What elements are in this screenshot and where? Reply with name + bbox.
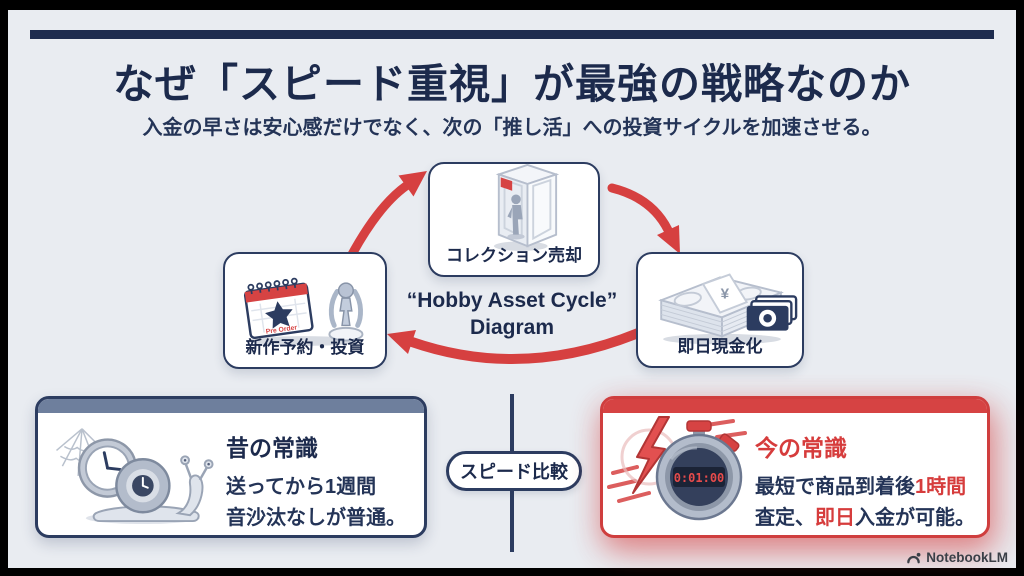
snail-clock-icon <box>56 428 214 525</box>
speed-comparison-badge: スピード比較 <box>446 451 582 491</box>
new-card-line2: 査定、即日入金が可能。 <box>755 503 975 534</box>
page-subtitle: 入金の早さは安心感だけでなく、次の「推し活」への投資サイクルを加速させる。 <box>142 117 882 139</box>
cycle-caption-line2: Diagram <box>469 316 555 339</box>
new-card-line1-emphasis: 1時間 <box>915 476 967 498</box>
cash-stack-icon: ¥ <box>658 273 798 345</box>
node-label-same-day-cash: 即日現金化 <box>677 337 763 356</box>
node-label-preorder-invest: 新作予約・投資 <box>245 338 365 357</box>
new-card-line1: 最短で商品到着後1時間 <box>755 472 975 503</box>
old-card-heading: 昔の常識 <box>226 435 318 461</box>
cycle-caption-line1: “Hobby Asset Cycle” <box>406 289 618 312</box>
speed-comparison-badge-label: スピード比較 <box>460 462 568 482</box>
calendar-preorder-text: Pre Order <box>265 324 297 335</box>
stopwatch-lightning-icon: 0:01:00 <box>607 416 747 521</box>
new-card-line2-normal-b: 入金が可能。 <box>855 507 975 529</box>
calendar-figure-icon: Pre Order <box>243 277 364 346</box>
cycle-node-preorder-invest: Pre Order 新作予約・投資 <box>223 252 387 369</box>
node-label-collection-sale: コレクション売却 <box>446 246 582 265</box>
small-bills-icon <box>746 295 798 331</box>
old-card-line2: 音沙汰なしが普通。 <box>226 507 406 529</box>
new-card-heading: 今の常識 <box>755 435 847 461</box>
old-standard-card: 昔の常識 送ってから1週間 音沙汰なしが普通。 <box>35 396 427 538</box>
new-card-line1-normal: 最短で商品到着後 <box>755 476 915 498</box>
cycle-node-collection-sale: コレクション売却 <box>428 162 600 277</box>
old-card-header-strip <box>38 399 424 413</box>
new-card-line2-normal-a: 査定、 <box>755 507 815 529</box>
new-card-header-strip <box>603 399 987 413</box>
figure-display-case-icon <box>494 163 559 251</box>
old-card-line1: 送ってから1週間 <box>226 476 377 498</box>
new-card-text: 今の常識 最短で商品到着後1時間 査定、即日入金が可能。 <box>755 429 975 534</box>
stopwatch-display: 0:01:00 <box>674 471 725 485</box>
cycle-node-same-day-cash: ¥ 即日現金化 <box>636 252 804 368</box>
page-title: なぜ「スピード重視」が最強の戦略なのか <box>113 61 911 107</box>
notebooklm-logo-icon <box>907 552 921 564</box>
notebooklm-watermark-label: NotebookLM <box>926 550 1008 565</box>
new-card-line2-emphasis: 即日 <box>815 507 855 529</box>
top-accent-bar <box>30 30 994 39</box>
money-band-symbol: ¥ <box>721 285 730 302</box>
cycle-center-caption: “Hobby Asset Cycle” Diagram <box>397 289 627 340</box>
notebooklm-watermark: NotebookLM <box>906 550 1008 565</box>
new-standard-card: 0:01:00 今の常識 最短で商品到着後1時間 査定、即日入金が可能。 <box>600 396 990 538</box>
old-card-text: 昔の常識 送ってから1週間 音沙汰なしが普通。 <box>226 429 406 534</box>
